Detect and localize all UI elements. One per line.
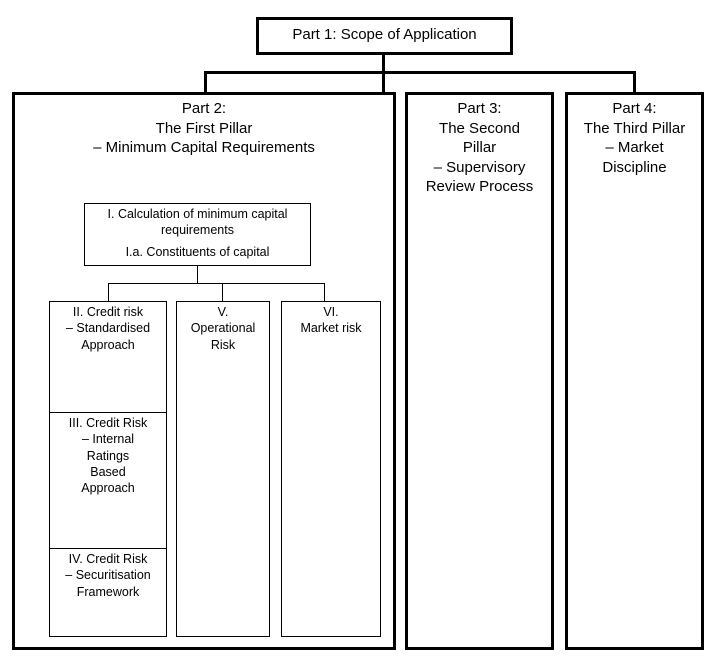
market-line2: Market risk <box>300 321 362 336</box>
credit-standardised-box: II. Credit risk – Standardised Approach <box>49 301 167 413</box>
credit-securitisation-line2: – Securitisation <box>65 568 151 583</box>
operational-line1: V. <box>217 305 229 319</box>
part3-line2: The Second <box>439 119 520 137</box>
part1-title: Part 1: Scope of Application <box>292 26 477 43</box>
credit-standardised-line1: II. Credit risk <box>72 305 144 319</box>
credit-standardised-line3: Approach <box>81 337 135 352</box>
market-risk-box: VI. Market risk <box>281 301 381 637</box>
connector-to-part3 <box>382 71 385 93</box>
credit-irb-box: III. Credit Risk – Internal Ratings Base… <box>49 412 167 549</box>
connector-to-part4 <box>633 71 636 93</box>
connector-to-credit <box>108 283 109 301</box>
part3-line5: Review Process <box>425 178 534 195</box>
part4-line1: Part 4: <box>612 100 657 117</box>
operational-line3: Risk <box>210 337 236 352</box>
connector-to-operational <box>222 283 223 301</box>
connector-to-market <box>324 283 325 301</box>
constituents-of-capital: I.a. Constituents of capital <box>125 244 270 259</box>
part4-line4: Discipline <box>602 158 667 176</box>
credit-irb-line5: Approach <box>81 481 135 495</box>
part4-line2: The Third Pillar <box>583 119 686 137</box>
calculation-line2: requirements <box>161 223 234 238</box>
credit-securitisation-box: IV. Credit Risk – Securitisation Framewo… <box>49 548 167 637</box>
credit-securitisation-line1: IV. Credit Risk <box>68 552 148 566</box>
connector-to-part2 <box>204 71 207 93</box>
part2-heading-line2: The First Pillar <box>155 119 253 137</box>
part4-box: Part 4: The Third Pillar – Market Discip… <box>565 92 704 650</box>
part2-heading-line3: – Minimum Capital Requirements <box>93 139 315 156</box>
operational-line2: Operational <box>190 321 256 336</box>
connector-calc-down <box>197 266 198 284</box>
credit-standardised-line2: – Standardised <box>65 321 151 336</box>
part3-line1: Part 3: <box>457 100 502 117</box>
part3-line3: Pillar <box>462 139 497 156</box>
calculation-box: I. Calculation of minimum capital requir… <box>84 203 311 266</box>
part3-line4: – Supervisory <box>433 158 526 176</box>
part4-line3: – Market <box>605 139 664 156</box>
credit-irb-line2: – Internal <box>81 432 135 447</box>
credit-securitisation-line3: Framework <box>76 584 140 599</box>
credit-irb-line1: III. Credit Risk <box>68 416 148 430</box>
connector-inner-horizontal <box>108 283 325 284</box>
connector-top-horizontal <box>204 71 636 74</box>
part1-box: Part 1: Scope of Application <box>256 17 513 55</box>
market-line1: VI. <box>323 305 339 319</box>
credit-irb-line3: Ratings <box>86 448 130 463</box>
calculation-line1: I. Calculation of minimum capital <box>107 207 288 221</box>
credit-irb-line4: Based <box>90 464 126 479</box>
connector-part1-down <box>382 53 385 73</box>
part2-heading-line1: Part 2: <box>181 100 227 117</box>
part3-box: Part 3: The Second Pillar – Supervisory … <box>405 92 554 650</box>
operational-risk-box: V. Operational Risk <box>176 301 270 637</box>
